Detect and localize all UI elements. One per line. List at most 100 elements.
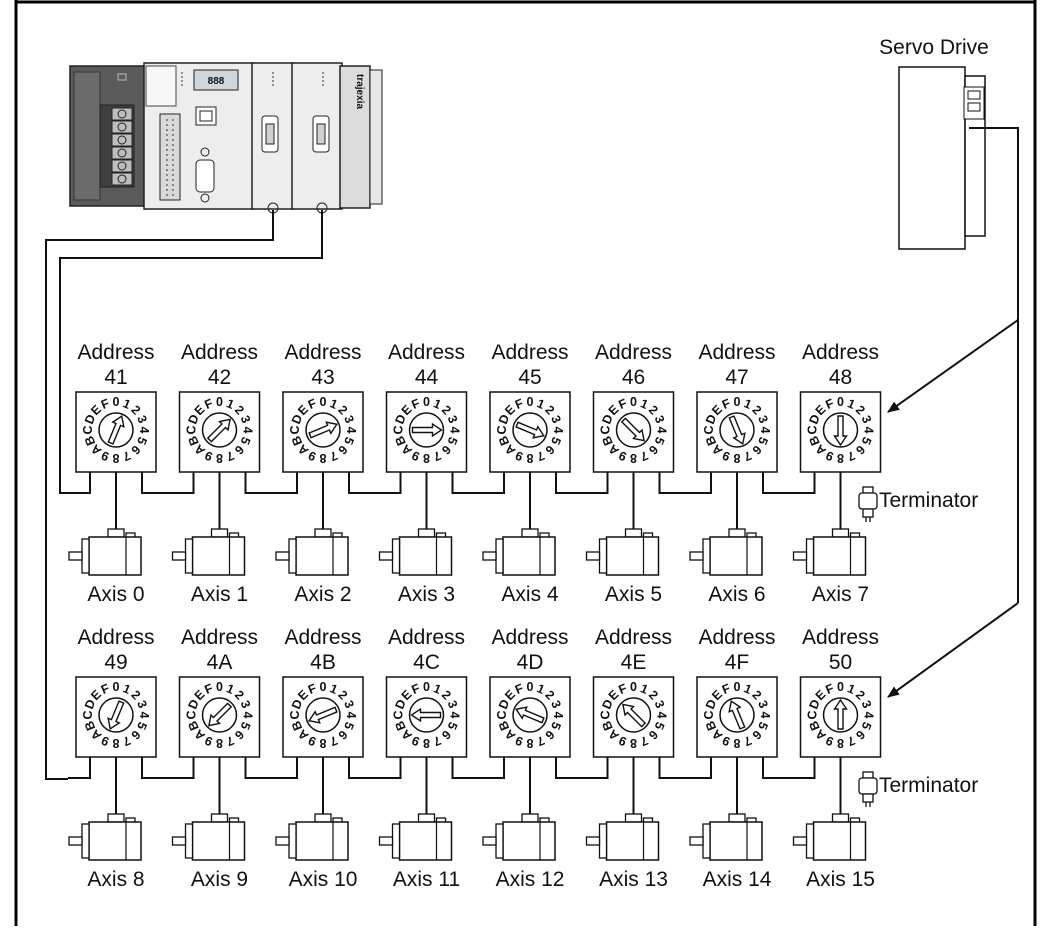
axis-label: Axis 0 xyxy=(87,583,144,606)
address-label: Address xyxy=(491,626,568,649)
dial-digit: 3 xyxy=(548,413,564,425)
dial-digit: 7 xyxy=(535,733,547,749)
dial-digit: 5 xyxy=(238,435,254,447)
address-label: Address xyxy=(181,626,258,649)
dial-digit: 0 xyxy=(630,680,637,694)
dial-digit: 0 xyxy=(527,680,534,694)
dial-digit: 1 xyxy=(328,396,340,412)
dial-digit: 5 xyxy=(548,720,564,732)
dial-digit: 9 xyxy=(617,448,629,464)
bus-segment xyxy=(762,472,816,494)
servo-motor-icon xyxy=(792,528,867,576)
dial-digit: 4 xyxy=(241,427,255,434)
dial-digit: 5 xyxy=(755,435,771,447)
dial-digit: 9 xyxy=(513,733,525,749)
dial-arrow xyxy=(410,707,442,723)
servo-motor-icon xyxy=(792,813,867,861)
axis-label: Axis 11 xyxy=(393,868,460,891)
dial-digit: 3 xyxy=(341,698,357,710)
bus-segment xyxy=(555,757,609,779)
address-label: Address xyxy=(388,341,465,364)
dial-digit: 1 xyxy=(742,681,754,697)
dial-digit: 9 xyxy=(720,448,732,464)
address-value: 4E xyxy=(621,651,647,674)
address-value: 46 xyxy=(622,366,645,389)
dial-digit: 4 xyxy=(655,427,669,434)
serial-port xyxy=(195,159,215,193)
terminator-label: Terminator xyxy=(879,489,978,512)
dial-digit: C xyxy=(288,710,302,719)
address-label: Address xyxy=(802,341,879,364)
dial-digit: 7 xyxy=(845,733,857,749)
dial-digit: 9 xyxy=(824,448,836,464)
servo-motor-icon xyxy=(171,813,246,861)
dial-arrow xyxy=(411,422,443,438)
dial-digit: 9 xyxy=(617,733,629,749)
address-value: 48 xyxy=(829,366,852,389)
frame xyxy=(14,0,1037,926)
address-label: Address xyxy=(802,626,879,649)
servo-motor-icon xyxy=(482,813,556,861)
bus-segment xyxy=(348,472,402,494)
display-readout: 888 xyxy=(208,76,225,87)
dial-digit: 1 xyxy=(224,681,236,697)
dial-digit: 8 xyxy=(216,451,223,465)
dial-arrow xyxy=(107,414,125,445)
address-value: 4C xyxy=(413,651,440,674)
dial-digit: 3 xyxy=(755,413,771,425)
dial-digit: C xyxy=(185,425,199,434)
address-value: 4D xyxy=(517,651,544,674)
dial-digit: 0 xyxy=(113,395,120,409)
address-label: Address xyxy=(284,626,361,649)
dial-digit: 5 xyxy=(859,720,875,732)
servo-motor-icon xyxy=(171,528,246,576)
dial-arrow xyxy=(514,706,545,724)
brand-logo: trajexia xyxy=(354,74,365,109)
address-label: Address xyxy=(595,341,672,364)
dial-digit: 1 xyxy=(845,681,857,697)
dial-digit: 3 xyxy=(859,413,875,425)
dial-digit: 0 xyxy=(734,395,741,409)
dial-digit: 5 xyxy=(341,435,357,447)
servo-drive: Servo Drive xyxy=(879,36,989,250)
dial-digit: 3 xyxy=(341,413,357,425)
servo-drive-body xyxy=(898,66,966,250)
dial-digit: 4 xyxy=(551,427,565,434)
dial-digit: 5 xyxy=(652,435,668,447)
dial-digit: 0 xyxy=(216,680,223,694)
dial-digit: C xyxy=(185,710,199,719)
dial-digit: C xyxy=(495,425,509,434)
dial-digit: 5 xyxy=(445,435,461,447)
bus-segment xyxy=(348,757,402,779)
servo-motor-icon xyxy=(68,813,142,861)
dial-digit: 5 xyxy=(445,720,461,732)
dial-digit: 4 xyxy=(551,712,565,719)
dial-digit: 0 xyxy=(837,680,844,694)
dial-digit: 5 xyxy=(859,435,875,447)
dial-digit: 1 xyxy=(845,396,857,412)
dial-digit: 4 xyxy=(137,427,151,434)
dial-digit: 0 xyxy=(113,680,120,694)
bus-segment xyxy=(451,757,505,779)
dial-arrow xyxy=(107,700,125,731)
dial-digit: 3 xyxy=(652,413,668,425)
dial-digit: 3 xyxy=(859,698,875,710)
dial-digit: 8 xyxy=(112,736,119,750)
bus-segment xyxy=(555,472,609,494)
dial-arrow xyxy=(206,418,231,443)
dial-digit: C xyxy=(392,710,406,719)
dial-digit: 3 xyxy=(548,698,564,710)
servo-motor-icon xyxy=(689,528,763,576)
address-value: 4A xyxy=(207,651,233,674)
servo-motor-icon xyxy=(482,528,556,576)
dial-digit: C xyxy=(599,425,613,434)
